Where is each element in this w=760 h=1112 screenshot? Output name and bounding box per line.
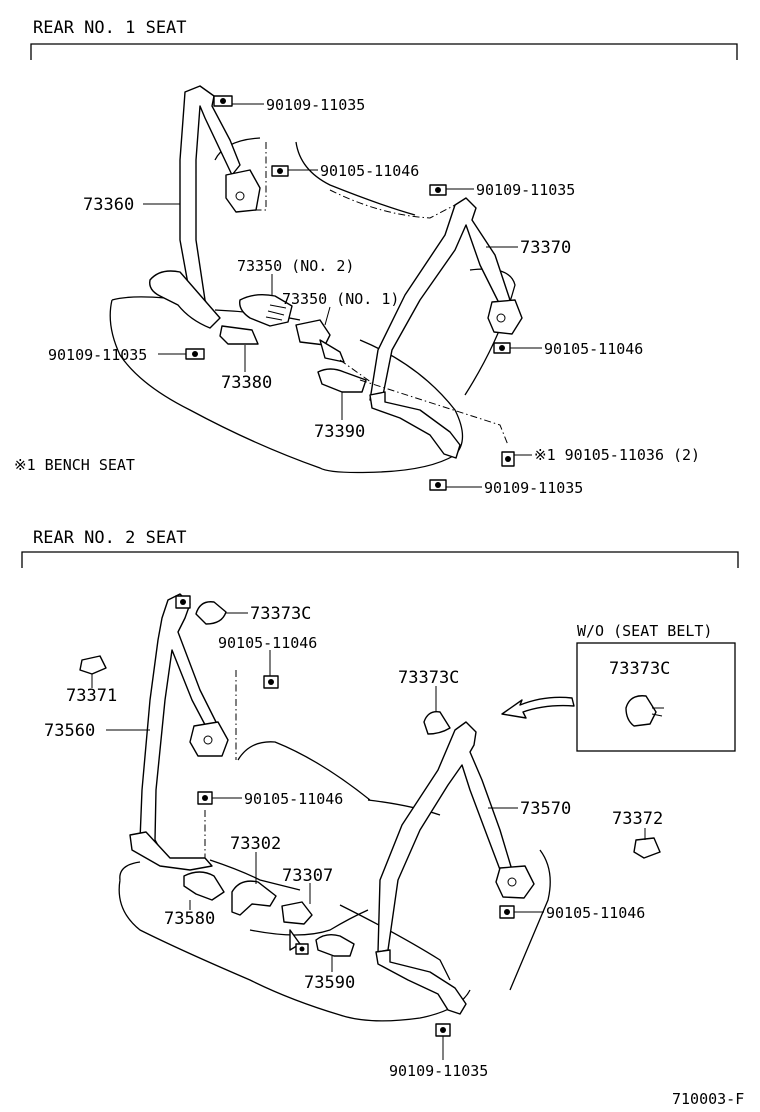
part-label: 73350 (NO. 2) — [237, 257, 354, 275]
bolt-icon — [213, 95, 233, 107]
belt-73370-lower — [369, 391, 461, 459]
seat-back-outline — [237, 741, 551, 991]
part-label: 73373C — [609, 659, 670, 679]
part-label: 73373C — [250, 604, 311, 624]
part-label: 73370 — [520, 238, 571, 258]
bolt-icon — [271, 165, 289, 177]
part-label: 73590 — [304, 973, 355, 993]
buckle-73302 — [231, 880, 277, 916]
belt-73570-lower — [375, 949, 467, 1015]
part-label: 90105-11046 — [218, 634, 317, 652]
part-label: 73570 — [520, 799, 571, 819]
retractor-73570 — [495, 865, 535, 899]
bolt-icon — [185, 348, 205, 360]
part-label: 73390 — [314, 422, 365, 442]
bolt-icon — [429, 184, 447, 196]
part-label: 90109-11035 — [476, 181, 575, 199]
part-label: 73372 — [612, 809, 663, 829]
section-bracket — [30, 43, 738, 60]
buckle-73350-no2 — [239, 293, 293, 327]
retractor-73360 — [225, 169, 261, 213]
part-label: 73307 — [282, 866, 333, 886]
belt-73560-lower — [129, 831, 213, 871]
buckle-73307 — [281, 901, 313, 925]
buckle-73350-no1 — [295, 319, 331, 346]
part-label: 90105-11046 — [244, 790, 343, 808]
part-label: 90105-11046 — [544, 340, 643, 358]
part-label: 90109-11035 — [266, 96, 365, 114]
seat-cushion-outline — [118, 859, 471, 1022]
inset-without-seat-belt: W/O (SEAT BELT) — [576, 622, 736, 752]
bolt-icon — [435, 1023, 451, 1037]
seat-cushion-outline — [109, 296, 464, 474]
bolt-icon — [263, 675, 279, 689]
arrow-icon — [501, 696, 575, 719]
part-label: 73350 (NO. 1) — [282, 290, 399, 308]
section-rear-no1-seat: REAR NO. 1 SEAT — [14, 18, 738, 497]
part-label: 90109-11035 — [48, 346, 147, 364]
bolt-icon — [501, 451, 515, 467]
part-label: 73360 — [83, 195, 134, 215]
bolt-icon — [197, 791, 213, 805]
cap-73373c — [423, 711, 451, 735]
part-label: 73302 — [230, 834, 281, 854]
cover-73373c — [625, 695, 657, 727]
bolt-icon — [499, 905, 515, 919]
retractor-73560 — [189, 721, 229, 757]
part-label: 73380 — [221, 373, 272, 393]
part-label: 73371 — [66, 686, 117, 706]
clip-73371 — [79, 655, 107, 675]
bench-seat-note: ※1 BENCH SEAT — [14, 456, 135, 474]
buckle-73380 — [219, 325, 259, 345]
part-label: 73373C — [398, 668, 459, 688]
buckle-73590 — [315, 933, 355, 957]
part-label: 73560 — [44, 721, 95, 741]
part-label: 90105-11046 — [320, 162, 419, 180]
bolt-icon — [429, 479, 447, 491]
buckle-73390 — [317, 368, 367, 393]
part-label: ※1 90105-11036 (2) — [534, 446, 700, 464]
section-rear-no2-seat: REAR NO. 2 SEAT — [21, 528, 739, 1080]
clip-73372 — [633, 837, 661, 859]
part-label: 90109-11035 — [484, 479, 583, 497]
belt-73360 — [179, 85, 241, 323]
bolt-icon — [295, 943, 309, 955]
part-label: 90105-11046 — [546, 904, 645, 922]
bolt-icon — [175, 595, 191, 609]
cap-73373c — [195, 601, 227, 625]
buckle-73580 — [183, 871, 225, 901]
part-label: 90109-11035 — [389, 1062, 488, 1080]
section-title: REAR NO. 2 SEAT — [33, 528, 187, 548]
inset-title: W/O (SEAT BELT) — [577, 622, 712, 640]
belt-73360-lower — [149, 270, 221, 329]
section-title: REAR NO. 1 SEAT — [33, 18, 187, 38]
bolt-icon — [493, 342, 511, 354]
section-bracket — [21, 551, 739, 568]
belt-73570 — [377, 721, 513, 953]
belt-73370 — [369, 197, 511, 401]
part-label: 73580 — [164, 909, 215, 929]
diagram-code: 710003-F — [672, 1090, 744, 1108]
